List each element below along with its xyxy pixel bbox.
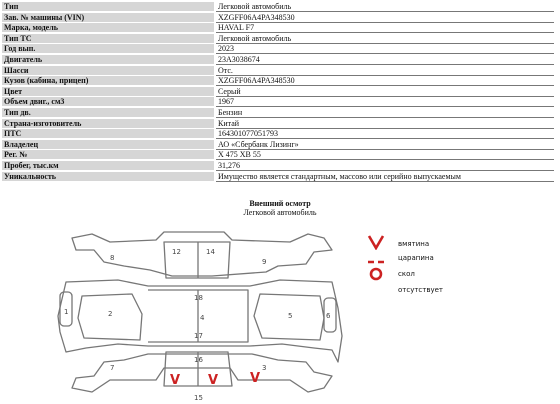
inspection-title: Внешний осмотр bbox=[249, 199, 311, 208]
car-body-diagram: 2 1 4 5 6 8 9 7 3 12 14 15 16 17 18 V V … bbox=[57, 231, 343, 402]
spec-value: Серый bbox=[216, 87, 554, 97]
spec-label: Уникальность bbox=[2, 171, 214, 182]
spec-row: Тип дв.Бензин bbox=[2, 107, 556, 119]
headlight-left bbox=[59, 291, 73, 327]
spec-value: 164301077051793 bbox=[216, 129, 554, 140]
damage-dent-mark: V bbox=[250, 371, 260, 386]
car-side-bottom-outline bbox=[71, 353, 333, 393]
spec-value: Легковой автомобиль bbox=[216, 34, 554, 44]
spec-row: Кузов (кабина, прицеп)XZGFF06A4PA348530 bbox=[2, 76, 556, 87]
spec-label: Зав. № машины (VIN) bbox=[2, 12, 214, 23]
spec-row: Год вып.2023 bbox=[2, 44, 556, 55]
panel-number: 8 bbox=[110, 254, 114, 262]
trunk-outline bbox=[253, 293, 325, 341]
panel-number: 14 bbox=[206, 248, 215, 256]
panel-number: 1 bbox=[64, 308, 68, 316]
spec-label: ПТС bbox=[2, 129, 214, 140]
panel-number: 6 bbox=[326, 312, 331, 320]
panel-number: 3 bbox=[262, 364, 266, 372]
spec-label: Страна-изготовитель bbox=[2, 118, 214, 129]
damage-dent-mark: V bbox=[208, 373, 218, 388]
panel-number: 9 bbox=[262, 258, 266, 266]
spec-value: Бензин bbox=[216, 108, 554, 118]
spec-row: Зав. № машины (VIN)XZGFF06A4PA348530 bbox=[2, 12, 556, 24]
spec-value: Х 475 ХВ 55 bbox=[216, 150, 554, 161]
spec-value: HAVAL F7 bbox=[216, 23, 554, 34]
spec-label: Тип дв. bbox=[2, 107, 214, 118]
spec-value: Легковой автомобиль bbox=[216, 2, 554, 12]
panel-number: 15 bbox=[194, 394, 203, 402]
spec-value: 31,276 bbox=[216, 161, 554, 171]
spec-label: Цвет bbox=[2, 86, 214, 97]
panel-number: 18 bbox=[194, 294, 203, 302]
spec-value: Китай bbox=[216, 119, 554, 129]
spec-label: Тип bbox=[2, 2, 214, 12]
panel-number: 7 bbox=[110, 364, 114, 372]
inspection-subtitle: Легковой автомобиль bbox=[243, 208, 317, 217]
spec-value: 2023 bbox=[216, 44, 554, 55]
panel-number: 5 bbox=[288, 312, 292, 320]
spec-label: Кузов (кабина, прицеп) bbox=[2, 76, 214, 87]
taillight-right bbox=[323, 297, 337, 333]
panel-number: 4 bbox=[200, 314, 205, 322]
spec-label: Год вып. bbox=[2, 44, 214, 55]
legend-label-dent: вмятина bbox=[398, 240, 430, 248]
damage-legend: вмятина царапина скол отсутствует bbox=[362, 234, 552, 304]
car-side-top-outline bbox=[71, 231, 333, 277]
legend-label-scratch: царапина bbox=[398, 254, 434, 262]
spec-value: XZGFF06A4PA348530 bbox=[216, 76, 554, 87]
legend-label-chip: скол bbox=[398, 270, 415, 278]
roof-outline bbox=[163, 241, 231, 279]
legend-label-missing: отсутствует bbox=[398, 286, 444, 294]
hood-outline bbox=[77, 293, 143, 341]
spec-label: Рег. № bbox=[2, 150, 214, 161]
panel-number: 2 bbox=[108, 310, 112, 318]
spec-label: Пробег, тыс.км bbox=[2, 160, 214, 171]
scratch-symbol-icon bbox=[366, 254, 386, 270]
spec-label: Марка, модель bbox=[2, 23, 214, 34]
chip-symbol-icon bbox=[366, 266, 386, 282]
side-window-outline bbox=[163, 351, 233, 387]
spec-value: АО «Сбербанк Лизинг» bbox=[216, 140, 554, 150]
dent-symbol-icon bbox=[366, 234, 386, 251]
spec-label: Объем двиг., см3 bbox=[2, 97, 214, 108]
spec-value: XZGFF06A4PA348530 bbox=[216, 13, 554, 23]
spec-label: Двигатель bbox=[2, 54, 214, 65]
spec-value: Имущество является стандартным, массово … bbox=[216, 172, 554, 182]
spec-label: Тип ТС bbox=[2, 33, 214, 44]
spec-value: 1967 bbox=[216, 97, 554, 108]
panel-number: 16 bbox=[194, 356, 203, 364]
spec-label: Шасси bbox=[2, 65, 214, 76]
panel-number: 12 bbox=[172, 248, 181, 256]
car-top-view-outline bbox=[57, 279, 343, 363]
spec-value: Отс. bbox=[216, 66, 554, 76]
spec-label: Владелец bbox=[2, 139, 214, 150]
damage-dent-mark: V bbox=[170, 373, 180, 388]
spec-value: 23A3038674 bbox=[216, 55, 554, 65]
panel-number: 17 bbox=[194, 332, 203, 340]
